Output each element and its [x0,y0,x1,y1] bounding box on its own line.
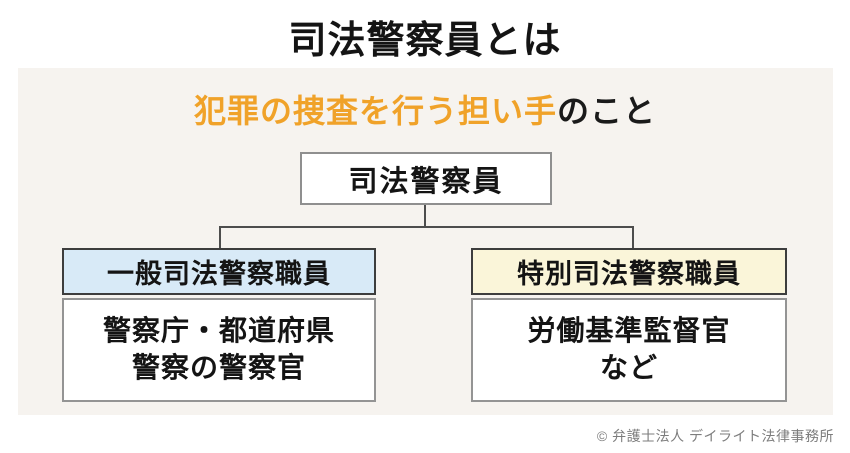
branch-special-body: 労働基準監督官 など [471,298,787,402]
connector-right-vertical [632,226,634,249]
connector-root-vertical [424,205,426,227]
connector-left-vertical [219,226,221,249]
branch-general-body: 警察庁・都道府県 警察の警察官 [62,298,376,402]
branch-special-header: 特別司法警察職員 [471,248,787,295]
branch-general-body-line-2: 警察の警察官 [131,352,306,383]
branch-special-body-line-1: 労働基準監督官 [527,315,731,347]
headline-highlight: 犯罪の捜査を行う担い手 [193,93,557,129]
branch-special-body-line-2: など [599,352,658,383]
headline-suffix: のこと [557,93,657,129]
connector-horizontal [219,226,634,228]
branch-general-header: 一般司法警察職員 [62,248,376,295]
headline: 犯罪の捜査を行う担い手のこと [0,86,850,132]
branch-general-body-line-1: 警察庁・都道府県 [102,315,335,347]
root-node-box: 司法警察員 [300,152,552,205]
copyright-text: © 弁護士法人 デイライト法律事務所 [596,428,834,444]
page-title: 司法警察員とは [288,20,562,62]
